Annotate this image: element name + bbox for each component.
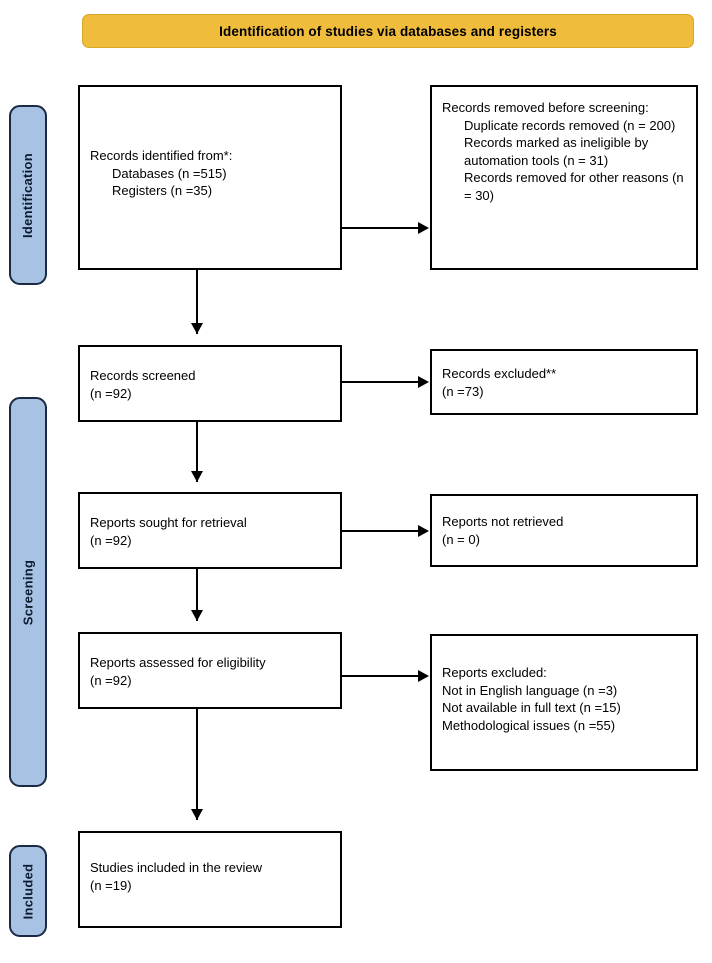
connector-assessed-to-reports-excluded [342, 675, 419, 677]
box-line: (n =92) [90, 532, 132, 548]
box-line: (n =73) [442, 383, 484, 399]
box-line: Records removed for other reasons (n = 3… [464, 170, 688, 203]
box-line-segment: : [645, 100, 649, 115]
box-line: Reports assessed for eligibility [90, 655, 266, 670]
box-line: Records screened [90, 368, 196, 383]
box-reports-sought-for-retrieval: Reports sought for retrieval (n =92) [78, 492, 342, 569]
box-line: Reports not retrieved [442, 514, 564, 529]
connector-sought-to-not-retrieved [342, 530, 419, 532]
connector-assessed-to-included [196, 709, 198, 820]
phase-label-screening: Screening [20, 559, 36, 625]
box-studies-included: Studies included in the review (n =19) [78, 831, 342, 928]
arrowhead-right-icon [418, 376, 429, 388]
diagram-title-banner: Identification of studies via databases … [82, 14, 694, 48]
arrowhead-down-icon [191, 323, 203, 334]
connector-screened-to-records-excluded [342, 381, 419, 383]
phase-bar-included: Included [9, 845, 47, 937]
box-reports-excluded: Reports excluded: Not in English languag… [430, 634, 698, 771]
box-records-excluded: Records excluded** (n =73) [430, 349, 698, 415]
box-line: Reports sought for retrieval [90, 515, 247, 530]
phase-bar-identification: Identification [9, 105, 47, 285]
box-records-screened: Records screened (n =92) [78, 345, 342, 422]
connector-screened-to-sought [196, 422, 198, 482]
phase-label-included: Included [20, 863, 36, 919]
box-line: (n =19) [90, 877, 132, 893]
arrowhead-right-icon [418, 525, 429, 537]
arrowhead-down-icon [191, 610, 203, 621]
box-line: Reports excluded: [442, 665, 547, 680]
box-reports-not-retrieved: Reports not retrieved (n = 0) [430, 494, 698, 567]
connector-identified-to-screened [196, 270, 198, 334]
box-line: Methodological issues (n =55) [442, 717, 616, 733]
box-line: (n =92) [90, 672, 132, 688]
box-line: Records marked as ineligible by automati… [464, 135, 652, 168]
connector-identified-to-removed [342, 227, 419, 229]
box-line: Duplicate records removed (n = 200) [464, 117, 676, 133]
box-line: Not available in full text (n =15) [442, 700, 621, 715]
arrowhead-down-icon [191, 809, 203, 820]
connector-sought-to-assessed [196, 569, 198, 621]
box-line: Records identified from*: [90, 148, 233, 163]
phase-label-identification: Identification [20, 152, 36, 238]
box-line: Studies included in the review [90, 860, 262, 875]
arrowhead-right-icon [418, 222, 429, 234]
box-line: Not in English language (n =3) [442, 682, 618, 698]
box-line: Records excluded** [442, 366, 557, 381]
arrowhead-right-icon [418, 670, 429, 682]
box-line: Records removed before screening: [442, 99, 688, 117]
box-records-identified: Records identified from*: Databases (n =… [78, 85, 342, 270]
box-line: (n =92) [90, 385, 132, 401]
diagram-title-text: Identification of studies via databases … [219, 23, 557, 39]
box-line: (n = 0) [442, 531, 480, 547]
box-line: Registers (n =35) [112, 183, 213, 198]
phase-bar-screening: Screening [9, 397, 47, 787]
arrowhead-down-icon [191, 471, 203, 482]
box-line: Databases (n =515) [112, 165, 227, 181]
box-reports-assessed-for-eligibility: Reports assessed for eligibility (n =92) [78, 632, 342, 709]
box-line-segment: Records removed [442, 100, 549, 115]
box-line-segment-italic: before screening [548, 100, 646, 115]
box-records-removed-before-screening: Records removed before screening: Duplic… [430, 85, 698, 270]
